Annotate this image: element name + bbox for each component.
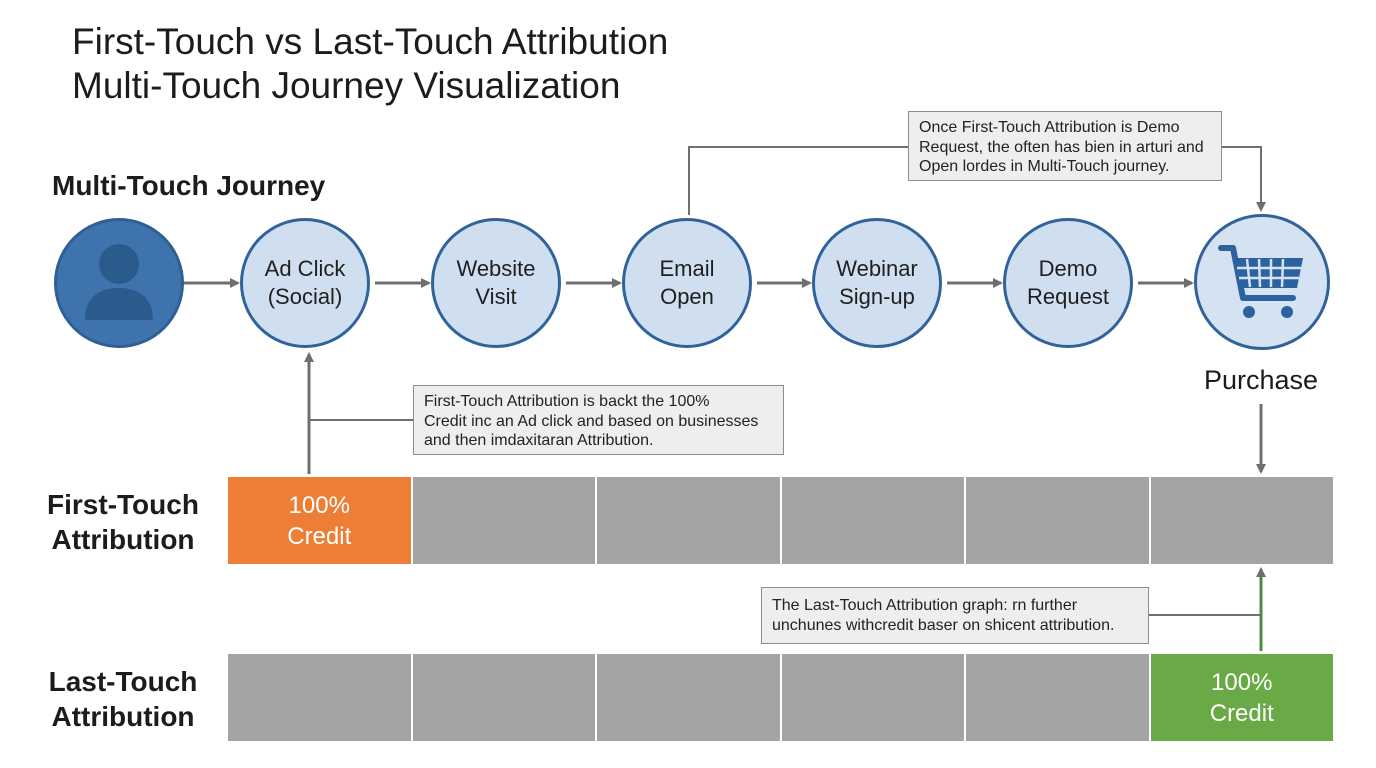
journey-node-website-visit: Website Visit	[431, 218, 561, 348]
journey-node-email-open: Email Open	[622, 218, 752, 348]
title-line-2: Multi-Touch Journey Visualization	[72, 65, 621, 106]
journey-heading: Multi-Touch Journey	[52, 170, 326, 201]
journey-node-ad-click: Ad Click (Social)	[240, 218, 370, 348]
top-callout-connector	[688, 146, 908, 215]
top-callout-to-cart	[1222, 146, 1266, 212]
purchase-label: Purchase	[1203, 365, 1319, 395]
last-touch-segment-purchase: 100% Credit	[1150, 654, 1333, 741]
website-visit-label: Website Visit	[456, 256, 536, 309]
ad-click-label: Ad Click (Social)	[264, 256, 346, 309]
last-touch-segment-email-open	[597, 654, 782, 741]
last-touch-label: Last-Touch Attribution	[48, 666, 198, 732]
demo-request-label: Demo Request	[1027, 256, 1109, 309]
last-touch-segment-webinar-signup	[781, 654, 966, 741]
last-touch-callout: The Last-Touch Attribution graph: rn fur…	[761, 587, 1149, 644]
last-touch-segment-website-visit	[412, 654, 597, 741]
top-callout: Once First-Touch Attribution is Demo Req…	[908, 111, 1222, 181]
first-touch-segment-webinar-signup	[781, 477, 966, 564]
last-touch-segment-ad-click	[228, 654, 413, 741]
webinar-signup-label: Webinar Sign-up	[836, 256, 918, 309]
last-touch-bar: 100% Credit	[228, 654, 1333, 741]
first-touch-callout: First-Touch Attribution is backt the 100…	[413, 385, 784, 455]
first-touch-segment-purchase	[1150, 477, 1333, 564]
journey-node-purchase	[1194, 214, 1330, 350]
title-line-1: First-Touch vs Last-Touch Attribution	[72, 21, 669, 62]
user-icon	[85, 244, 153, 320]
first-touch-segment-email-open	[597, 477, 782, 564]
journey-node-webinar-signup: Webinar Sign-up	[812, 218, 942, 348]
first-touch-label: First-Touch Attribution	[47, 489, 199, 555]
first-touch-segment-ad-click: 100% Credit	[228, 477, 413, 564]
first-touch-bar: 100% Credit	[228, 477, 1333, 564]
journey-node-demo-request: Demo Request	[1003, 218, 1133, 348]
email-open-label: Email Open	[659, 256, 715, 309]
shopping-cart-icon	[1218, 245, 1303, 318]
first-touch-segment-website-visit	[412, 477, 597, 564]
last-touch-segment-demo-request	[966, 654, 1151, 741]
journey-node-customer	[54, 218, 184, 348]
first-touch-segment-demo-request	[966, 477, 1151, 564]
